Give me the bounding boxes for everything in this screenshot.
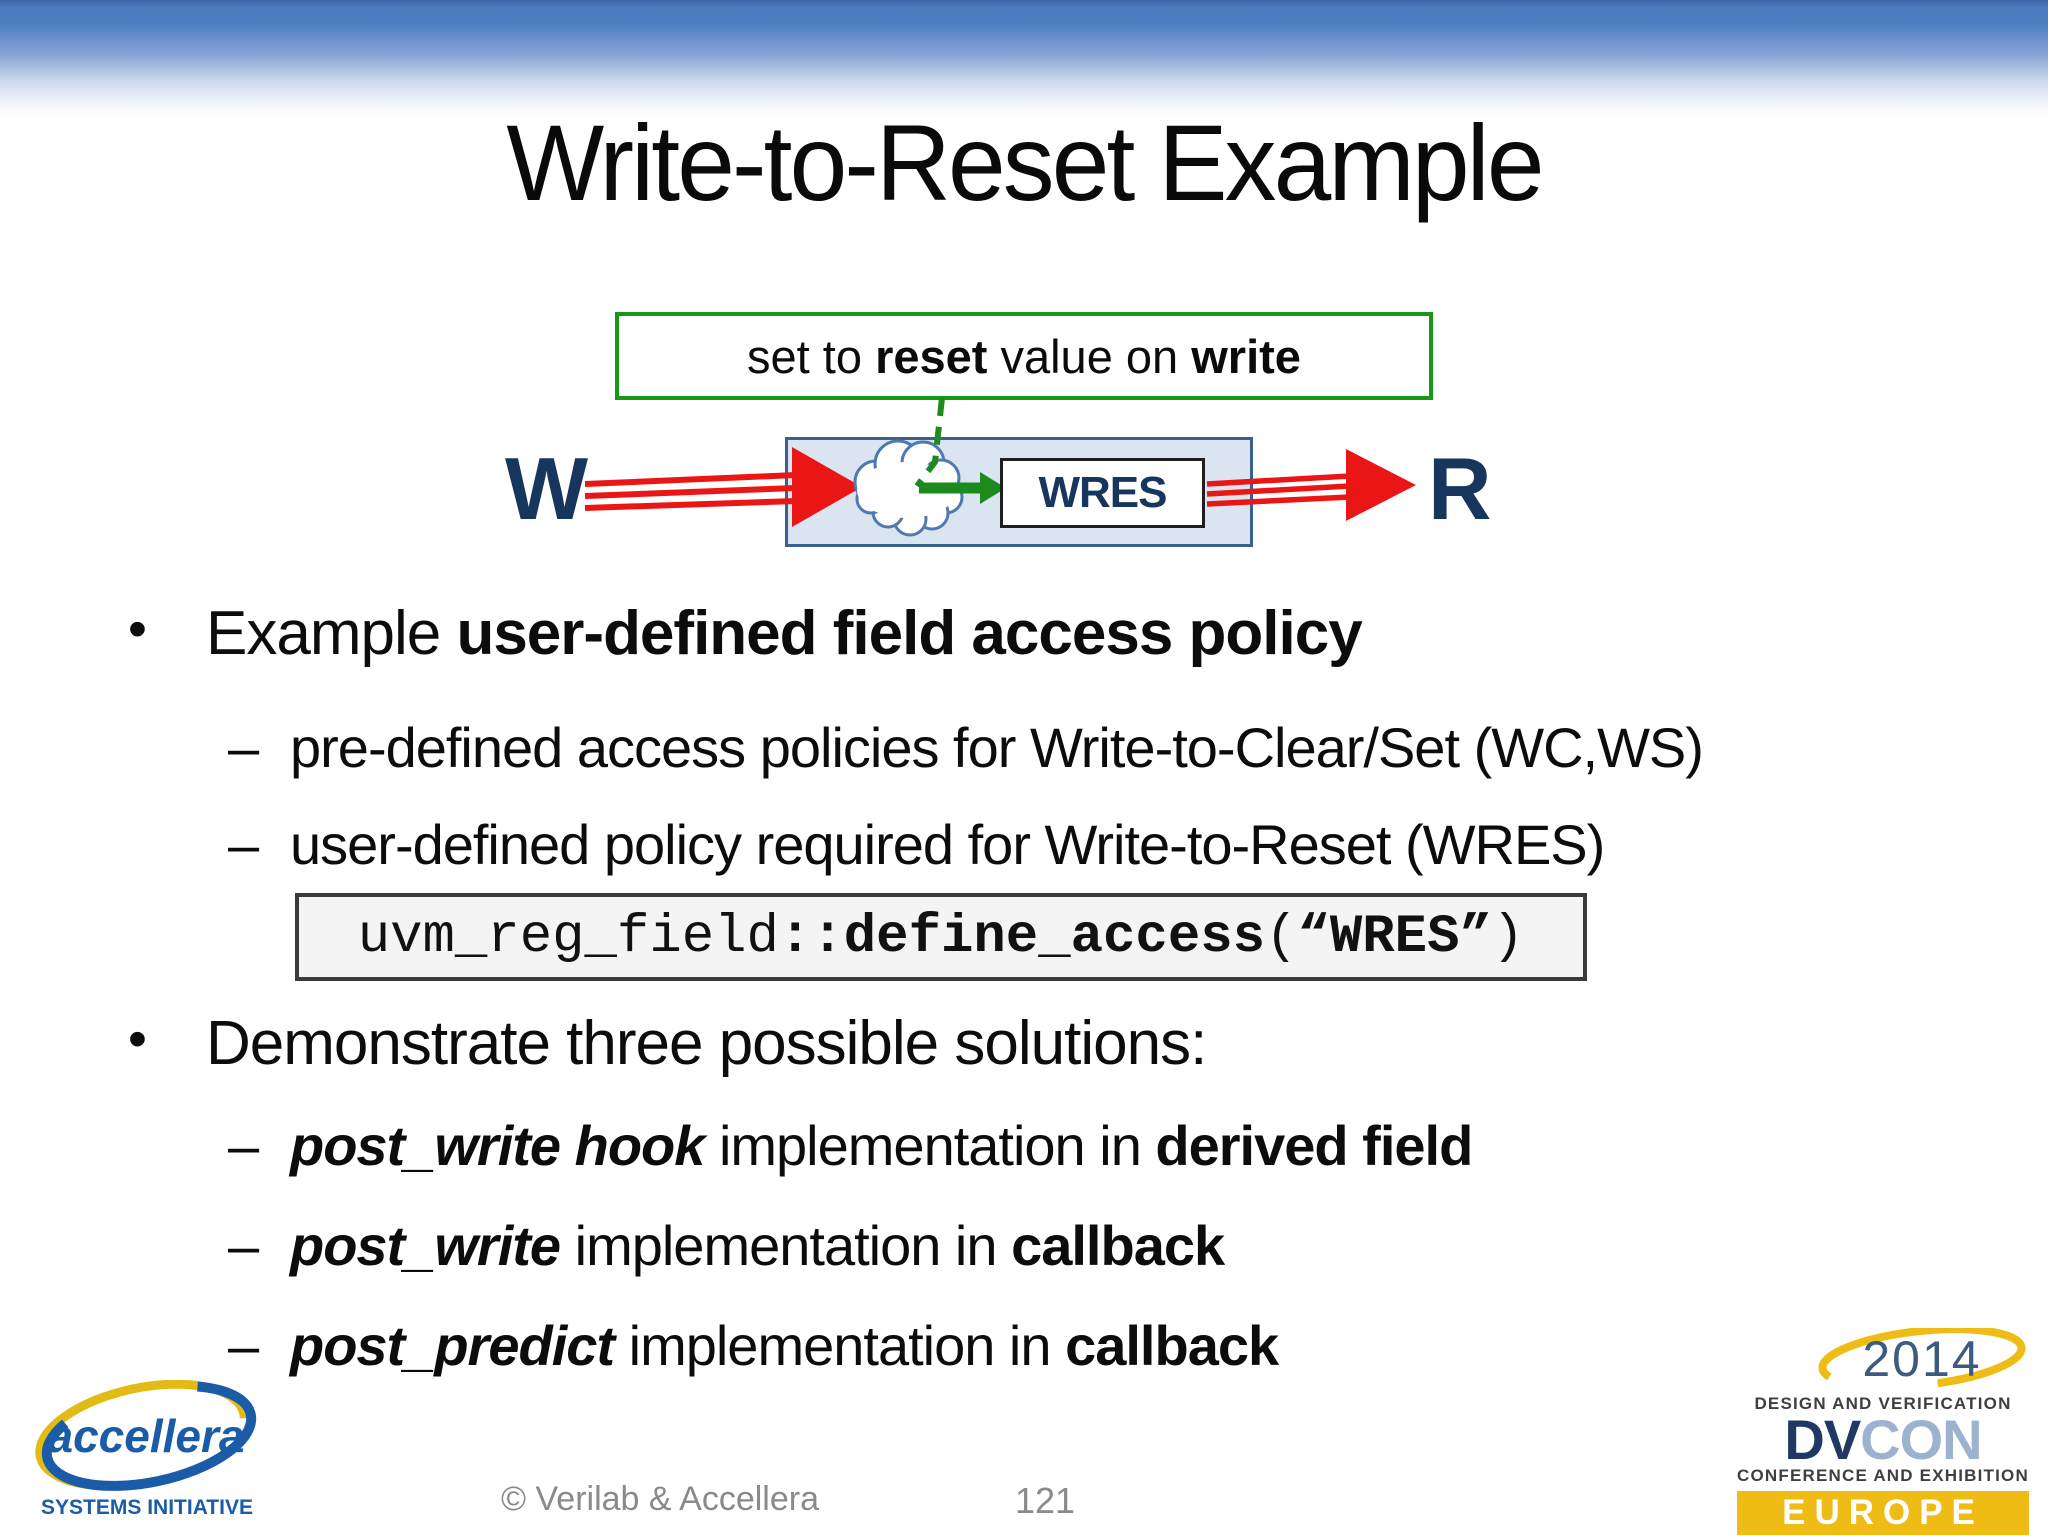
read-label: R [1428,439,1492,538]
callout-pointer-dashed-line [914,397,945,488]
sub-bullet-predefined: –pre-defined access policies for Write-t… [228,716,1704,779]
slide-title: Write-to-Reset Example [506,102,1544,223]
dash-marker: – [228,716,259,779]
dvcon-line2: CONFERENCE AND EXHIBITION [1737,1465,2029,1485]
read-arrowhead [1346,449,1416,521]
read-arrow [1206,473,1351,507]
bullet-example-policy: •Example user-defined field access polic… [128,599,1363,668]
top-gradient-bar [0,0,2048,118]
write-arrowhead [792,447,862,527]
dash-marker: – [228,1314,259,1377]
sub-bullet-postwrite-hook: –post_write hook implementation in deriv… [228,1114,1473,1177]
copyright-text: © Verilab & Accellera [501,1480,819,1518]
dash-marker: – [228,1214,259,1277]
sub-bullet-postpredict-callback: –post_predict implementation in callback [228,1314,1279,1377]
accellera-wordmark: accellera [48,1410,245,1462]
wres-box: WRES [1000,458,1205,528]
bullet-demonstrate: •Demonstrate three possible solutions: [128,1009,1207,1078]
dvcon-year: 2014 [1862,1331,1981,1387]
callout-text: set to reset value on write [747,329,1301,383]
dvcon-year-swoosh: 2014 [1818,1328,2026,1391]
bullet-marker: • [128,1009,147,1069]
dash-marker: – [228,1114,259,1177]
sub-bullet-userdefined: –user-defined policy required for Write-… [228,813,1605,876]
dvcon-line1: DESIGN AND VERIFICATION [1754,1394,2012,1413]
code-snippet: uvm_reg_field::define_access(“WRES”) [295,893,1587,981]
write-label: W [505,439,589,538]
bullet-marker: • [128,599,147,659]
page-number: 121 [1014,1480,1076,1521]
green-arrowhead [980,472,1006,504]
dvcon-region-banner: EUROPE [1737,1490,2029,1535]
callout-box: set to reset value on write [615,312,1433,400]
sub-bullet-postwrite-callback: –post_write implementation in callback [228,1214,1225,1277]
dash-marker: – [228,813,259,876]
accellera-logo: accellera [35,1380,257,1491]
dvcon-logo: 2014 DESIGN AND VERIFICATION DVCON CONFE… [1737,1328,2029,1535]
dvcon-wordmark: DVCON [1784,1408,1982,1471]
write-arrow [584,472,797,511]
diagram-arrows [584,397,1416,537]
accellera-tagline: SYSTEMS INITIATIVE [41,1496,253,1519]
